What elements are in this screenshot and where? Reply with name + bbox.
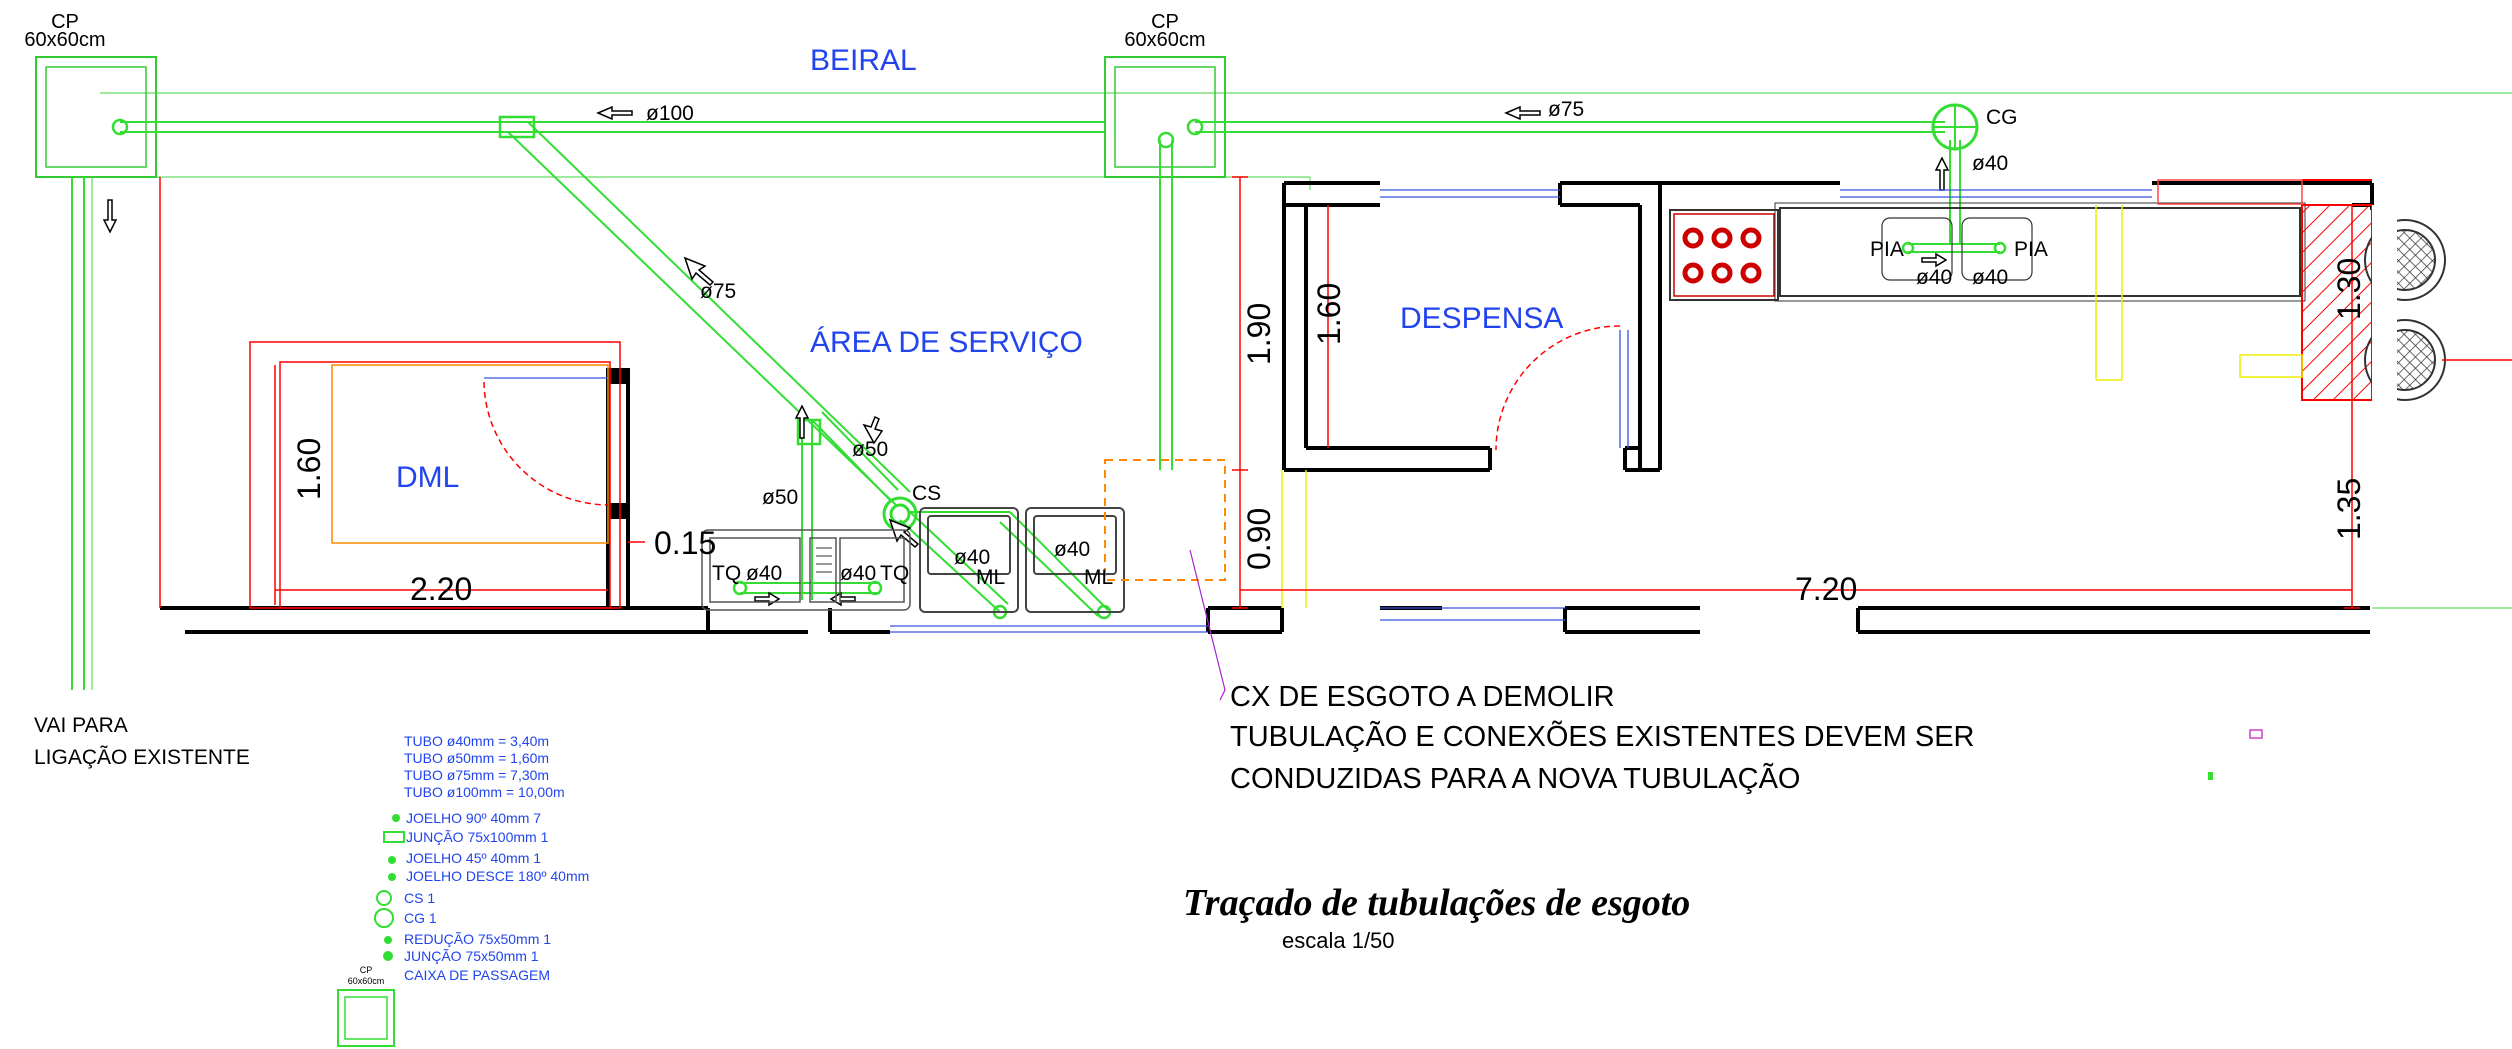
- legend-symbols: [337, 814, 405, 1047]
- legend-item: REDUÇÃO 75x50mm 1: [404, 931, 551, 947]
- dml-inner-area: [331, 364, 609, 544]
- dim-1-35: 1.35: [2331, 478, 2367, 540]
- cp-left-label: CP: [51, 11, 79, 33]
- cg-label: CG: [1986, 106, 2018, 129]
- note-vai-para-1: VAI PARA: [34, 714, 128, 737]
- drawing-scale: escala 1/50: [1282, 928, 1395, 953]
- dim-1-90: 1.90: [1241, 303, 1277, 365]
- legend-item: JUNÇÃO 75x100mm 1: [406, 829, 549, 845]
- legend-item: JOELHO 45º 40mm 1: [406, 850, 541, 866]
- dim-0-90: 0.90: [1241, 508, 1277, 570]
- legend-item: CG 1: [404, 910, 437, 926]
- ml-label-1: ML: [976, 566, 1005, 589]
- legend-item: JOELHO DESCE 180º 40mm: [406, 868, 589, 884]
- drawing-title: Traçado de tubulações de esgoto: [1183, 882, 1690, 924]
- legend-item: TUBO ø100mm = 10,00m: [404, 784, 565, 800]
- pipe-label-40-pia2: ø40: [1972, 266, 2008, 289]
- flow-arrows: [102, 105, 1950, 607]
- dim-1-60-dml: 1.60: [291, 438, 327, 500]
- note-cx-1: CX DE ESGOTO A DEMOLIR: [1230, 681, 1615, 713]
- windows: [484, 189, 2152, 633]
- misc-marks: [2208, 729, 2263, 780]
- dim-0-15: 0.15: [654, 525, 716, 561]
- tq-sinks: [701, 529, 911, 611]
- dml-room: [249, 341, 621, 609]
- dim-7-20: 7.20: [1795, 571, 1857, 607]
- pipe-label-75-diag: ø75: [700, 280, 736, 303]
- room-beiral: BEIRAL: [810, 44, 917, 77]
- cp-left-size: 60x60cm: [24, 29, 105, 51]
- pia-label-2: PIA: [2014, 238, 2048, 261]
- note-vai-para-2: LIGAÇÃO EXISTENTE: [34, 745, 250, 769]
- cp-mid-size: 60x60cm: [1124, 29, 1205, 51]
- stove: [1669, 209, 1779, 301]
- dim-1-30: 1.30: [2331, 258, 2367, 320]
- pipe-label-40-ml2: ø40: [1054, 538, 1090, 561]
- ml-label-2: ML: [1084, 566, 1113, 589]
- yellow-element: [2239, 354, 2303, 378]
- legend-cp-size: 60x60cm: [348, 976, 385, 986]
- hatched-wall: [2301, 204, 2373, 401]
- dml-door-swing: [483, 381, 609, 506]
- pipe-label-40-tq2: ø40: [840, 562, 876, 585]
- dim-2-20: 2.20: [410, 571, 472, 607]
- round-tanks: [2364, 205, 2446, 405]
- legend-item: TUBO ø40mm = 3,40m: [404, 733, 549, 749]
- despensa-door-swing: [1495, 325, 1621, 451]
- pia-label-1: PIA: [1870, 238, 1904, 261]
- pipe-label-40-cg: ø40: [1972, 152, 2008, 175]
- pipe-label-75-top: ø75: [1548, 98, 1584, 121]
- cs-label: CS: [912, 482, 941, 505]
- pipe-network: [71, 121, 2000, 690]
- note-cx-2: TUBULAÇÃO E CONEXÕES EXISTENTES DEVEM SE…: [1230, 719, 1975, 753]
- legend-item: JUNÇÃO 75x50mm 1: [404, 948, 539, 964]
- pipe-label-100: ø100: [646, 102, 694, 125]
- pipe-label-50-a: ø50: [852, 438, 888, 461]
- ml-machines: [919, 507, 1125, 613]
- room-dml: DML: [396, 461, 459, 494]
- cp-box-mid: [1104, 56, 1226, 178]
- legend: TUBO ø40mm = 3,40m TUBO ø50mm = 1,60m TU…: [404, 733, 589, 983]
- counter-edge: [2157, 179, 2303, 205]
- legend-item: TUBO ø75mm = 7,30m: [404, 767, 549, 783]
- cp-mid-label: CP: [1151, 11, 1179, 33]
- legend-item: JOELHO 90º 40mm 7: [406, 810, 541, 826]
- cp-box-left: [35, 56, 157, 178]
- cg-box-symbol: [1931, 103, 1979, 151]
- room-area-servico: ÁREA DE SERVIÇO: [810, 326, 1083, 359]
- cx-esgoto-demolir: [1104, 459, 1226, 581]
- legend-item: TUBO ø50mm = 1,60m: [404, 750, 549, 766]
- pipe-label-40-ml1: ø40: [954, 546, 990, 569]
- legend-item: CS 1: [404, 890, 435, 906]
- dim-1-60-desp: 1.60: [1311, 283, 1347, 345]
- legend-item: CAIXA DE PASSAGEM: [404, 967, 550, 983]
- legend-cp-label: CP: [360, 965, 373, 975]
- pipe-label-40-tq1: ø40: [746, 562, 782, 585]
- beiral-outline: [100, 92, 2512, 190]
- room-despensa: DESPENSA: [1400, 302, 1563, 335]
- pipe-label-40-pia1: ø40: [1916, 266, 1952, 289]
- note-leader: [1189, 549, 1226, 701]
- note-cx-3: CONDUZIDAS PARA A NOVA TUBULAÇÃO: [1230, 761, 1800, 795]
- pipe-label-50-b: ø50: [762, 486, 798, 509]
- tq-label-2: TQ: [880, 562, 909, 585]
- tq-label-1: TQ: [712, 562, 741, 585]
- dimension-lines: [159, 176, 2360, 609]
- tq-grate: [816, 547, 832, 573]
